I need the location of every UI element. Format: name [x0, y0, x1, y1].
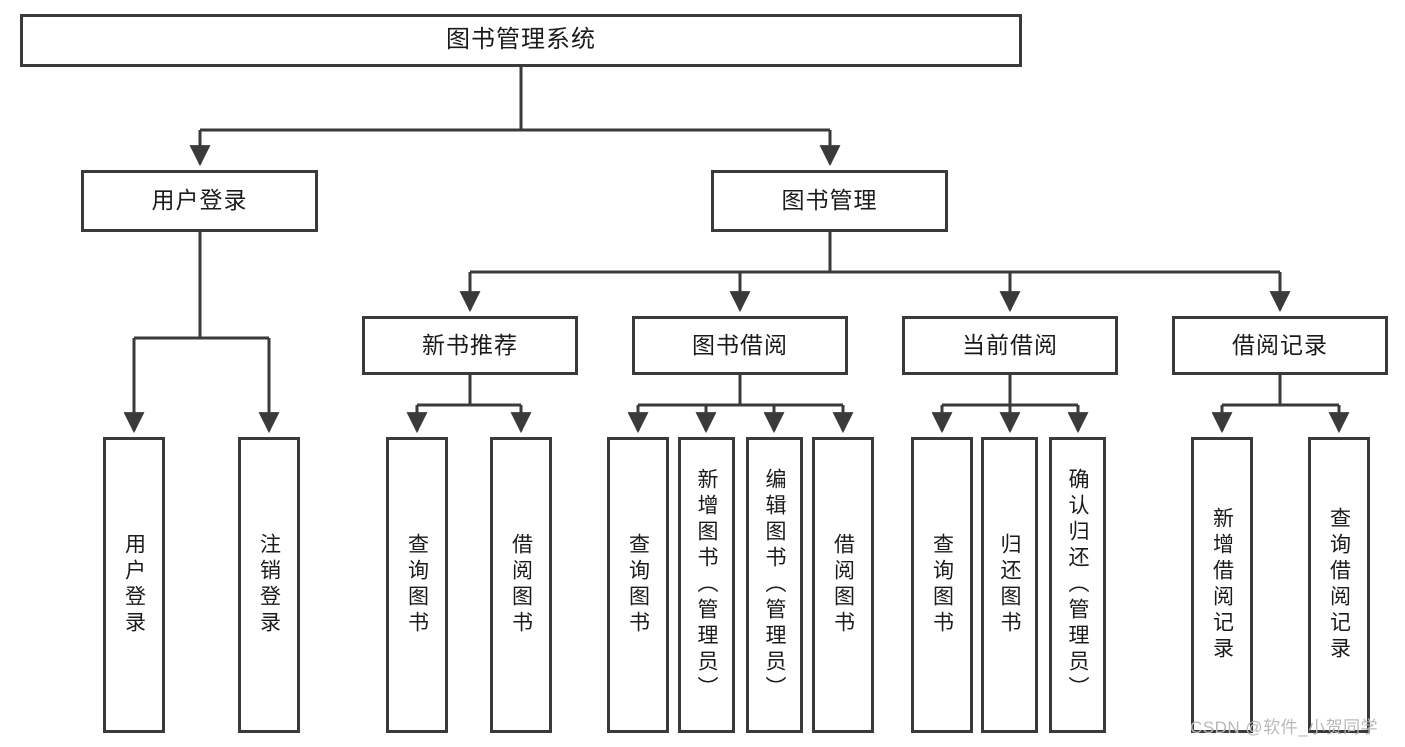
node-label: 借阅记录 — [1232, 331, 1328, 358]
node-new-book-recommend[interactable]: 新书推荐 — [362, 316, 578, 375]
node-label: 借阅图书 — [831, 533, 855, 637]
node-label: 注销登录 — [257, 533, 281, 637]
node-label: 用户登录 — [122, 533, 146, 637]
node-label: 查询借阅记录 — [1327, 507, 1351, 663]
node-leaf-query-book-current[interactable]: 查询图书 — [911, 437, 973, 733]
node-label: 查询图书 — [930, 533, 954, 637]
node-leaf-query-borrow-record[interactable]: 查询借阅记录 — [1308, 437, 1370, 733]
node-user-login[interactable]: 用户登录 — [81, 170, 318, 232]
node-label: 新增图书（管理员） — [695, 468, 718, 702]
node-leaf-logout[interactable]: 注销登录 — [238, 437, 300, 733]
node-label: 归还图书 — [998, 533, 1021, 637]
node-leaf-return-book[interactable]: 归还图书 — [981, 437, 1038, 733]
node-label: 新增借阅记录 — [1210, 507, 1234, 663]
node-book-management-system[interactable]: 图书管理系统 — [20, 14, 1022, 67]
node-label: 图书管理系统 — [446, 26, 596, 54]
node-leaf-borrow-book[interactable]: 借阅图书 — [812, 437, 874, 733]
csdn-watermark: CSDN @软件_小贺同学 — [1190, 718, 1379, 737]
node-label: 新书推荐 — [422, 331, 518, 358]
node-borrow-record[interactable]: 借阅记录 — [1172, 316, 1388, 375]
node-leaf-borrow-book-new[interactable]: 借阅图书 — [490, 437, 552, 733]
node-leaf-user-login[interactable]: 用户登录 — [103, 437, 165, 733]
node-book-borrow[interactable]: 图书借阅 — [632, 316, 848, 375]
node-leaf-add-book-admin[interactable]: 新增图书（管理员） — [678, 437, 735, 733]
node-leaf-confirm-return-admin[interactable]: 确认归还（管理员） — [1049, 437, 1106, 733]
node-label: 用户登录 — [151, 187, 248, 214]
node-current-borrow[interactable]: 当前借阅 — [902, 316, 1118, 375]
node-leaf-edit-book-admin[interactable]: 编辑图书（管理员） — [746, 437, 803, 733]
node-label: 当前借阅 — [962, 331, 1058, 358]
node-leaf-query-book-new[interactable]: 查询图书 — [386, 437, 448, 733]
node-label: 图书管理 — [781, 187, 878, 214]
node-label: 借阅图书 — [509, 533, 533, 637]
node-leaf-query-book-borrow[interactable]: 查询图书 — [607, 437, 669, 733]
node-book-management[interactable]: 图书管理 — [711, 170, 948, 232]
node-label: 查询图书 — [405, 533, 429, 637]
node-label: 确认归还（管理员） — [1066, 468, 1089, 702]
node-label: 编辑图书（管理员） — [763, 468, 786, 702]
node-leaf-add-borrow-record[interactable]: 新增借阅记录 — [1191, 437, 1253, 733]
node-label: 图书借阅 — [692, 331, 788, 358]
node-label: 查询图书 — [626, 533, 650, 637]
